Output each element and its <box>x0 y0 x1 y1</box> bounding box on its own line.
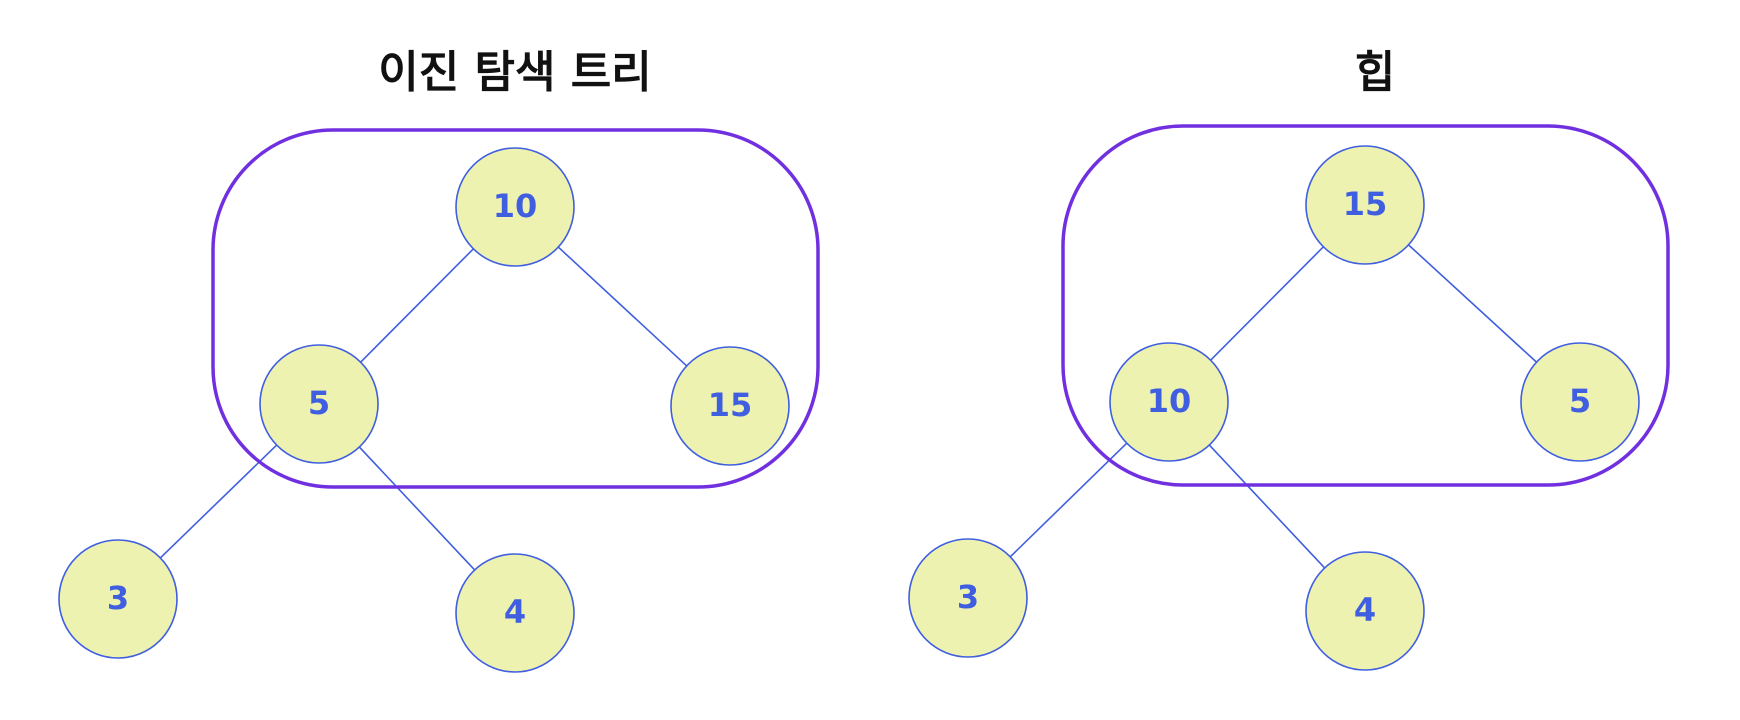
bst-node-right <box>670 346 790 466</box>
bst-edge-root-to-right <box>557 246 688 367</box>
heap-node-label-right: 5 <box>1569 382 1591 420</box>
heap-node-left-left <box>908 538 1028 658</box>
heap-edge-root-to-right <box>1407 244 1538 363</box>
heap-node-label-root: 15 <box>1343 185 1388 223</box>
heap-node-root <box>1305 145 1425 265</box>
heap-node-label-left-right: 4 <box>1354 591 1376 629</box>
bst-node-label-left: 5 <box>308 384 330 422</box>
bst-edge-left-to-left-right <box>358 446 476 571</box>
heap-edge-left-to-left-right <box>1208 444 1326 569</box>
heap-edge-root-to-left <box>1210 246 1324 361</box>
bst-diagram: 10 5 15 3 4 <box>58 128 820 673</box>
bst-node-root <box>455 147 575 267</box>
heap-highlight-box <box>1061 124 1670 487</box>
bst-highlight-box <box>211 128 820 489</box>
bst-node-left-left <box>58 539 178 659</box>
bst-node-label-left-left: 3 <box>107 579 129 617</box>
heap-node-left-right <box>1305 551 1425 671</box>
heap-node-label-left-left: 3 <box>957 578 979 616</box>
heap-edge-left-to-left-left <box>1009 442 1128 558</box>
bst-edge-left-to-left-left <box>159 444 278 559</box>
bst-node-label-left-right: 4 <box>504 593 526 631</box>
heap-node-right <box>1520 342 1640 462</box>
bst-node-left <box>259 344 379 464</box>
bst-node-label-root: 10 <box>493 187 538 225</box>
heap-title: 힙 <box>1354 47 1396 98</box>
heap-diagram: 15 10 5 3 4 <box>908 124 1670 671</box>
bst-node-label-right: 15 <box>708 386 753 424</box>
heap-node-label-left: 10 <box>1147 382 1192 420</box>
bst-title: 이진 탐색 트리 <box>378 47 652 98</box>
heap-node-left <box>1109 342 1229 462</box>
bst-edge-root-to-left <box>360 248 474 363</box>
bst-node-left-right <box>455 553 575 673</box>
